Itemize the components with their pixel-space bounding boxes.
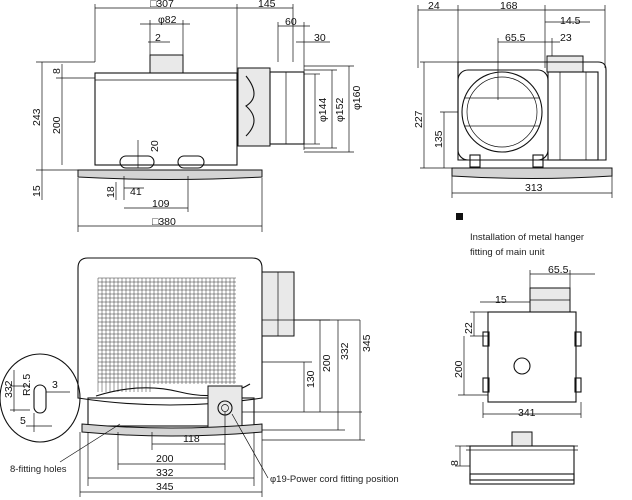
dim-18: 18	[105, 186, 117, 198]
dim-144: φ144	[317, 98, 329, 122]
hole-detail: 332 R2.5 3 5	[0, 353, 81, 443]
fitting-holes-label: 8-fitting holes	[10, 464, 67, 475]
detail-dim-332: 332	[3, 380, 15, 398]
hanger-caption: Installation of metal hanger fitting of …	[456, 213, 584, 258]
detail-dim-r2-5: R2.5	[21, 374, 33, 396]
dim-65-5: 65.5	[505, 32, 526, 44]
bottom-dim-118: 118	[183, 433, 200, 445]
dim-380: □380	[152, 216, 176, 228]
bottom-dim-130: 130	[305, 370, 317, 388]
bottom-dim-332-h: 332	[156, 467, 174, 479]
dim-15: 15	[31, 185, 43, 197]
dim-8: 8	[51, 68, 63, 74]
hanger-caption-line2: fitting of main unit	[470, 247, 545, 258]
dim-109: 109	[152, 198, 170, 210]
dim-243: 243	[31, 108, 43, 126]
bottom-dim-200-v: 200	[321, 354, 333, 372]
bottom-dim-345-h: 345	[156, 481, 174, 493]
dim-145: 145	[258, 0, 276, 10]
dim-23: 23	[560, 32, 572, 44]
dim-20: 20	[149, 140, 161, 152]
hanger-caption-line1: Installation of metal hanger	[470, 232, 584, 243]
hanger-dim-200: 200	[453, 360, 465, 378]
dim-160: φ160	[351, 86, 363, 110]
dim-135: 135	[433, 130, 445, 148]
detail-dim-5: 5	[20, 415, 26, 427]
hanger-dim-341: 341	[518, 407, 536, 419]
dim-200: 200	[51, 116, 63, 134]
hanger-dim-65-5: 65.5	[548, 264, 569, 276]
dim-227: 227	[413, 110, 425, 128]
bottom-dim-345-v: 345	[361, 334, 373, 352]
dim-24: 24	[428, 0, 440, 12]
bottom-dim-332-v: 332	[339, 342, 351, 360]
dim-14-5: 14.5	[560, 15, 581, 27]
bottom-dim-200-h: 200	[156, 453, 174, 465]
power-cord-label: φ19-Power cord fitting position	[270, 474, 399, 485]
dim-60: 60	[285, 16, 297, 28]
dim-82: φ82	[158, 14, 177, 26]
detail-dim-3: 3	[52, 379, 58, 391]
dim-2: 2	[155, 32, 161, 44]
hanger-dim-15: 15	[495, 294, 507, 306]
bullet-square-icon	[456, 213, 463, 220]
hanger-view: 65.5 15 22 200 341 8	[449, 264, 595, 485]
dim-313: 313	[525, 182, 543, 194]
grille-pattern	[97, 277, 236, 392]
dim-307: □307	[150, 0, 174, 10]
dim-30: 30	[314, 32, 326, 44]
dim-41: 41	[130, 186, 142, 198]
dim-168: 168	[500, 0, 518, 12]
side-view: 24 168 14.5 65.5 23 227 135	[413, 0, 613, 198]
hanger-dim-22: 22	[463, 322, 475, 334]
hanger-dim-8: 8	[449, 460, 461, 466]
front-view: □307 145 φ82 2 60 30	[31, 0, 363, 232]
dim-152: φ152	[334, 98, 346, 122]
bottom-view: 200 332 345 130 118 200 332 345 8-fittin…	[10, 257, 399, 497]
